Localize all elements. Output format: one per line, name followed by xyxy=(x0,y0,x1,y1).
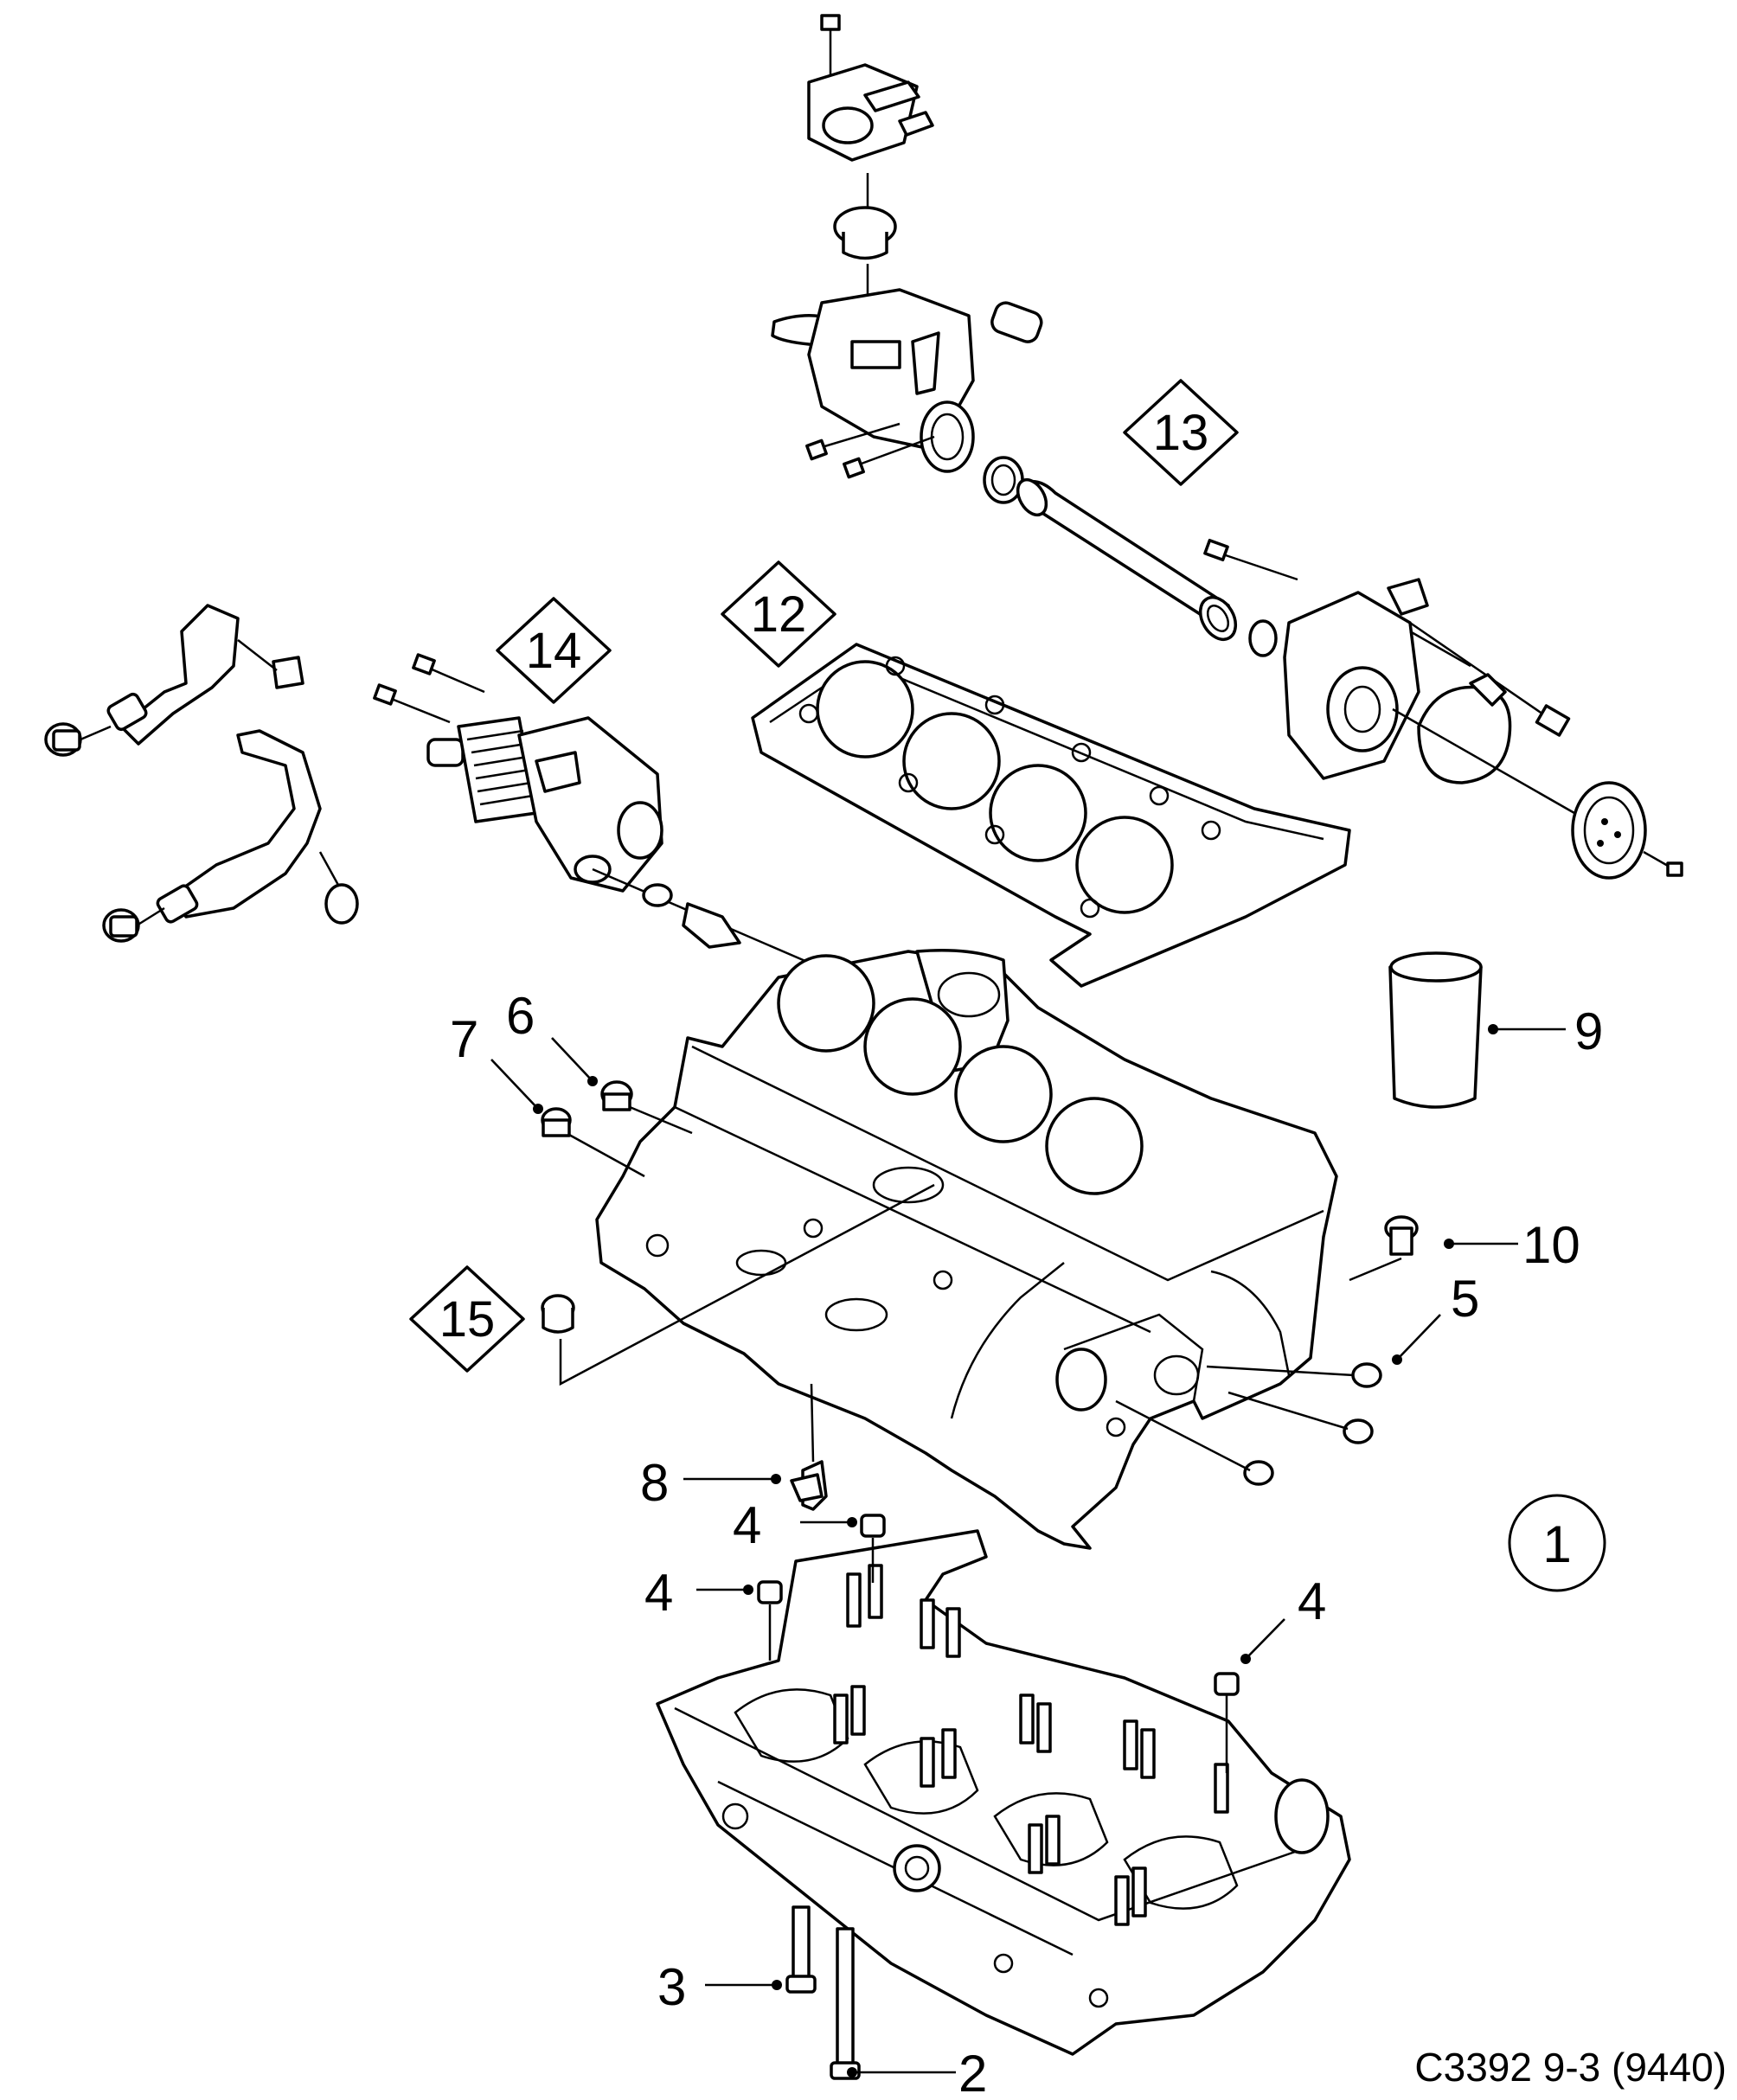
thermostat-cover xyxy=(807,14,934,162)
svg-text:12: 12 xyxy=(751,586,807,643)
main-part-ref-1: 1 xyxy=(1508,1494,1606,1592)
callout-7: 7 xyxy=(450,1010,478,1068)
coolant-pipe xyxy=(1016,477,1238,641)
svg-text:1: 1 xyxy=(1542,1515,1571,1573)
water-pump-pulley xyxy=(1392,707,1683,880)
svg-text:15: 15 xyxy=(439,1291,496,1348)
dowel-4-right xyxy=(1214,1672,1240,1773)
thermostat xyxy=(833,173,897,329)
section-ref-13: 13 xyxy=(1123,379,1239,486)
callout-3: 3 xyxy=(657,1958,686,2016)
callout-8: 8 xyxy=(640,1454,669,1512)
plug-10 xyxy=(1349,1215,1419,1282)
housing-gasket xyxy=(990,301,1043,343)
figure-code: C3392 9-3 (9440) xyxy=(1414,2045,1727,2090)
plug-6 xyxy=(600,1080,693,1135)
water-pump xyxy=(1203,538,1571,780)
callout-2: 2 xyxy=(958,2045,987,2096)
cylinder-block xyxy=(595,949,1382,1550)
callout-4: 4 xyxy=(644,1564,673,1622)
callout-4: 4 xyxy=(1298,1572,1326,1630)
svg-text:14: 14 xyxy=(526,623,582,679)
section-ref-14: 14 xyxy=(496,597,612,704)
bolt-2 xyxy=(830,1927,861,2080)
bracket-8 xyxy=(790,1383,828,1511)
coolant-hose-lower xyxy=(102,729,359,943)
oil-filter-housing xyxy=(373,653,814,966)
thermostat-housing xyxy=(771,288,975,479)
callout-10: 10 xyxy=(1522,1216,1580,1274)
callout-9: 9 xyxy=(1574,1002,1603,1060)
water-pump-gasket xyxy=(1417,673,1512,784)
plug-7 xyxy=(541,1107,645,1178)
oil-filter xyxy=(1388,951,1483,1109)
coolant-hose-upper xyxy=(44,604,304,757)
lower-crankcase xyxy=(656,1529,1351,2056)
plug-15 xyxy=(541,1183,935,1386)
callout-4: 4 xyxy=(733,1496,761,1554)
svg-text:13: 13 xyxy=(1153,405,1209,461)
leader-lines xyxy=(490,1024,1566,2078)
section-ref-15: 15 xyxy=(409,1265,525,1373)
bolt-3 xyxy=(785,1905,817,1994)
dowel-4-left xyxy=(757,1580,783,1661)
section-ref-12: 12 xyxy=(721,560,836,668)
callout-6: 6 xyxy=(506,987,535,1045)
cylinder-head-gasket xyxy=(751,643,1351,988)
o-ring xyxy=(983,456,1024,504)
dowel-4-center xyxy=(860,1514,886,1583)
callout-5: 5 xyxy=(1451,1270,1479,1328)
callout-labels: 2 3 4 4 4 5 6 7 8 9 10 xyxy=(450,987,1603,2100)
